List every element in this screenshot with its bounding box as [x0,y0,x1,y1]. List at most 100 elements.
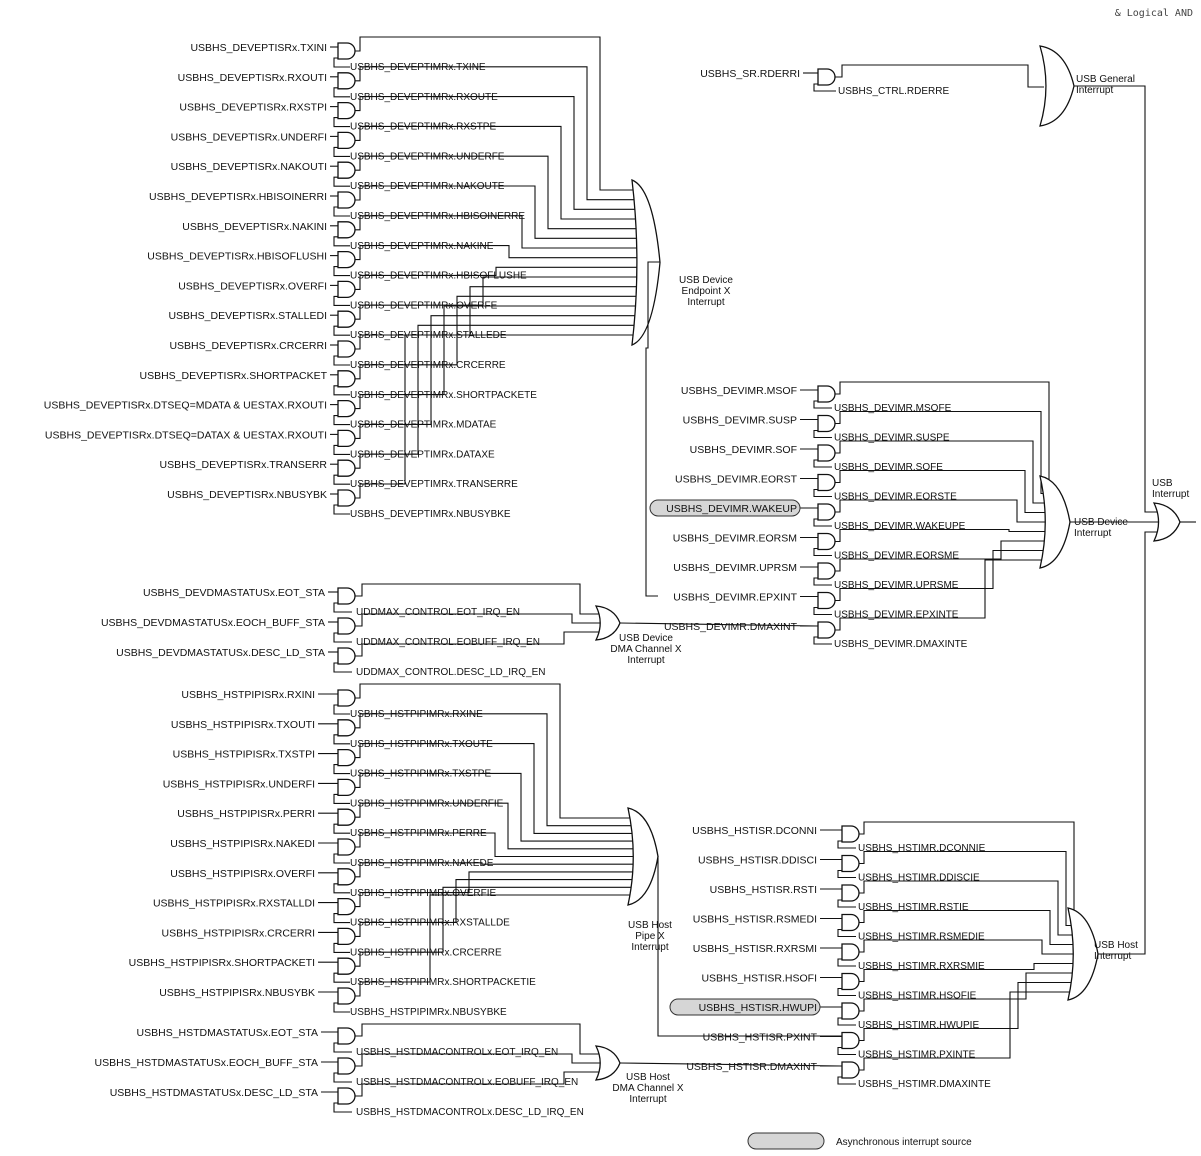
wire [835,64,1044,88]
and-gate-icon [841,913,860,932]
status-signal-label: USBHS_HSTISR.PXINT [703,1032,818,1044]
wire [333,1072,352,1083]
wire [355,1071,600,1097]
and-gate-icon [337,897,356,916]
wire [813,577,832,586]
enable-signal-label: USBHS_HSTDMACONTROLx.DESC_LD_IRQ_EN [356,1107,584,1118]
enable-signal-label: USBHS_DEVEPTIMRx.NBUSYBKE [350,509,511,520]
status-signal-label: USBHS_DEVEPTISRx.DTSEQ=MDATA & UESTAX.RX… [44,400,327,412]
enable-signal-label: USBHS_HSTIMR.RSTIE [858,902,969,913]
wire [835,469,1045,514]
or-gate-icon [1039,45,1075,127]
and-gate-icon [337,1087,356,1105]
enable-signal-label: USBHS_DEVEPTIMRx.NAKOUTE [350,181,505,192]
status-signal-label: USBHS_DEVEPTISRx.SHORTPACKET [140,370,328,382]
group-label: Interrupt [631,942,668,953]
wire [333,474,350,485]
status-signal-label: USBHS_HSTPIPISRx.OVERFI [170,868,315,880]
enable-signal-label: USBHS_DEVEPTIMRx.HBISOFLUSHE [350,271,527,282]
status-signal-label: USBHS_HSTPIPISRx.PERRI [177,808,315,820]
enable-signal-label: USBHS_HSTPIPIMRx.NAKEDE [350,858,494,869]
and-gate-icon [817,444,836,462]
and-gate-icon [337,459,356,477]
and-gate-icon [337,429,356,448]
status-signal-label: USBHS_DEVEPTISRx.OVERFI [178,280,327,292]
or-gate-icon [1152,502,1181,542]
wire [355,334,638,499]
wire [355,305,638,410]
wire [837,958,856,967]
enable-signal-label: USBHS_DEVIMR.WAKEUPE [834,521,966,532]
wire [813,429,832,439]
enable-signal-label: USBHS_HSTPIPIMRx.RXINE [350,709,483,720]
status-signal-label: USBHS_DEVEPTISRx.TXINI [190,42,327,54]
enable-signal-label: USBHS_DEVEPTIMRx.RXOUTE [350,92,498,103]
wire [355,871,634,908]
and-gate-icon [337,1027,356,1045]
wire [355,245,638,261]
wire [355,66,638,201]
status-signal-label: USBHS_DEVEPTISRx.NBUSYBK [167,489,327,501]
wire [333,504,350,515]
wire [333,662,352,673]
wire [333,57,350,68]
group-label: Interrupt [629,1094,666,1105]
status-signal-label: USBHS_DEVIMR.DMAXINT [664,621,798,633]
wire [333,883,350,894]
group-label: DMA Channel X [610,644,681,655]
status-signal-label: USBHS_DEVEPTISRx.CRCERRI [169,340,327,352]
and-gate-icon [337,868,356,886]
group-label: USB Host [1094,940,1138,951]
wire [355,295,638,380]
wire [355,802,634,850]
and-gate-icon [337,42,356,60]
enable-signal-label: USBHS_DEVEPTIMRx.STALLEDE [350,330,507,341]
and-gate-icon [337,161,356,179]
wire [837,1017,856,1026]
wire [355,155,638,230]
group-label: Interrupt [687,297,724,308]
and-gate-icon [337,370,356,388]
wire [355,886,634,967]
wire [355,1053,600,1067]
or-gate-icon [1067,907,1099,1001]
wire [333,415,350,426]
status-signal-label: USBHS_DEVEPTISRx.DTSEQ=DATAX & UESTAX.RX… [45,429,327,441]
and-gate-icon [841,1002,860,1020]
enable-signal-label: USBHS_HSTPIPIMRx.SHORTPACKETIE [350,977,536,988]
wire [355,743,634,834]
wire [355,613,600,627]
status-signal-label: USBHS_DEVIMR.SUSP [683,415,797,427]
status-signal-label: USBHS_DEVEPTISRx.HBISOINERRI [149,191,327,203]
or-gate-icon [594,605,621,641]
or-gate-icon [594,1045,621,1081]
and-gate-icon [817,68,836,86]
enable-signal-label: USBHS_HSTIMR.RSMEDIE [858,932,985,943]
group-label: Pipe X [635,931,665,942]
status-signal-label: USBHS_HSTDMASTATUSx.EOT_STA [137,1027,318,1039]
and-gate-icon [841,825,860,843]
and-gate-icon [841,1061,860,1079]
wire [835,499,1045,523]
wire [333,972,350,983]
wire [813,547,832,557]
wire [333,764,350,775]
enable-signal-label: USBHS_DEVEPTIMRx.DATAXE [350,449,495,460]
status-signal-label: USBHS_HSTPIPISRx.TXOUTI [171,719,315,731]
group-label: Interrupt [627,655,664,666]
status-signal-label: USBHS_DEVEPTISRx.HBISOFLUSHI [147,251,327,263]
wire [355,215,638,249]
wire [333,325,350,336]
enable-signal-label: USBHS_HSTIMR.DCONNIE [858,843,986,854]
and-gate-icon [337,689,356,707]
wire [835,549,1045,602]
wire [837,1076,856,1085]
wire [355,315,638,439]
group-label: Interrupt [1074,528,1111,539]
wire [333,176,350,187]
group-label: Interrupt [1094,951,1131,962]
wire [619,1062,843,1067]
and-gate-icon [841,943,860,961]
wire [837,840,856,849]
wire [1098,531,1158,955]
